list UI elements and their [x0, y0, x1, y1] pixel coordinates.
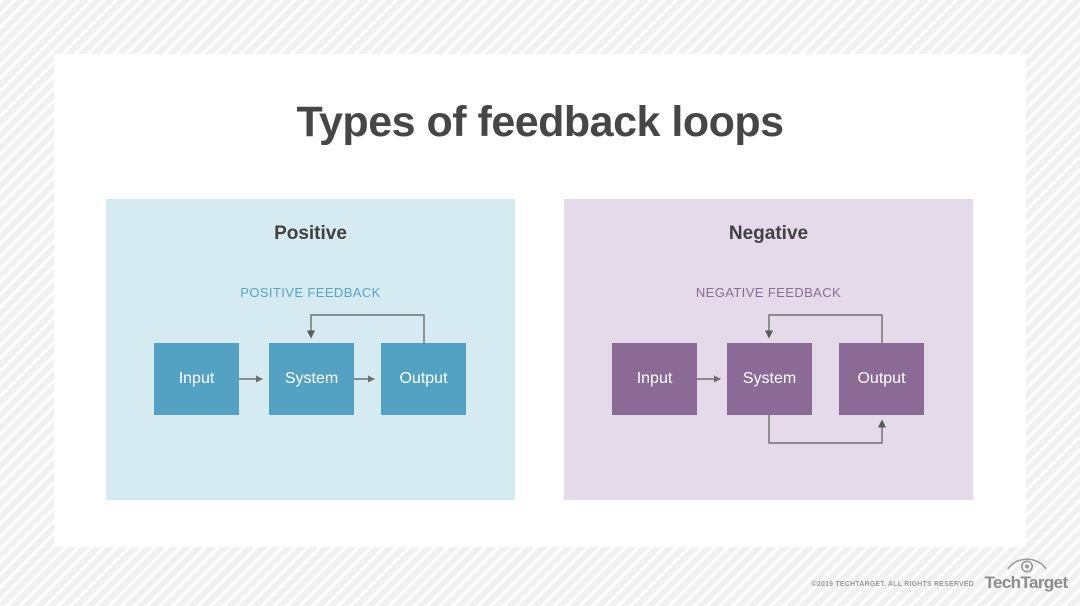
node-output-positive[interactable]: Output [381, 343, 466, 415]
slide-card: Types of feedback loops Positive POSITIV… [54, 54, 1026, 547]
page-title: Types of feedback loops [296, 98, 784, 146]
node-output-negative[interactable]: Output [839, 343, 924, 415]
panel-heading-positive: Positive [274, 223, 347, 244]
arrow-feedback-output-to-system [765, 314, 883, 343]
feedback-label-negative: NEGATIVE FEEDBACK [695, 285, 842, 300]
node-label: Input [636, 370, 673, 387]
node-system-positive[interactable]: System [269, 343, 354, 415]
node-label: System [284, 370, 339, 387]
node-label: System [742, 370, 797, 387]
techtarget-wordmark: TechTarget [984, 573, 1068, 592]
panel-positive: Positive POSITIVE FEEDBACK [106, 199, 515, 500]
arrow-system-to-output [768, 415, 886, 444]
node-input-negative[interactable]: Input [612, 343, 697, 415]
arrow-feedback-output-to-system [307, 314, 425, 343]
diagram-positive: Input System Output [106, 199, 515, 500]
node-input-positive[interactable]: Input [154, 343, 239, 415]
techtarget-logo: TechTarget [980, 554, 1072, 598]
feedback-label-positive: POSITIVE FEEDBACK [240, 285, 381, 300]
eye-icon [1007, 558, 1047, 573]
node-label: Output [399, 370, 448, 387]
node-system-negative[interactable]: System [727, 343, 812, 415]
panel-negative: Negative NEGATIVE FEEDBACK [564, 199, 973, 500]
node-label: Input [178, 370, 215, 387]
panel-heading-negative: Negative [728, 223, 809, 244]
node-label: Output [857, 370, 906, 387]
copyright-text: ©2019 TECHTARGET. ALL RIGHTS RESERVED [811, 581, 974, 588]
diagram-negative: Input System Output [564, 199, 973, 500]
